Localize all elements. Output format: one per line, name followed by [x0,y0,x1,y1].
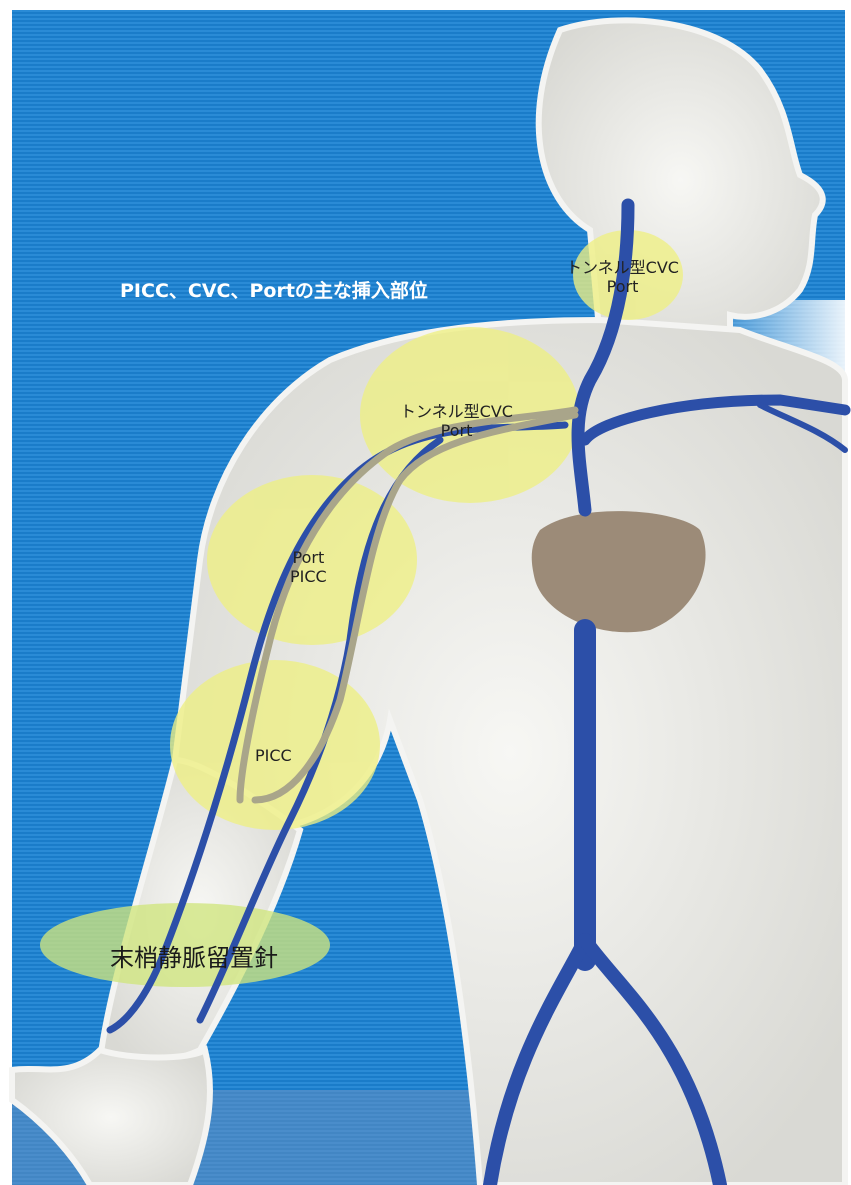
label-forearm-site: 末梢静脈留置針 [110,938,278,973]
label-neck-site: トンネル型CVC Port [566,258,679,296]
label-shoulder-site: トンネル型CVC Port [400,402,513,440]
label-neck-line2: Port [566,277,679,296]
diagram-title: PICC、CVC、Portの主な挿入部位 [120,276,428,303]
label-shoulder-line1: トンネル型CVC [400,402,513,421]
label-shoulder-line2: Port [400,421,513,440]
label-upper-arm-line2: PICC [290,567,327,586]
label-upper-arm-line1: Port [290,548,327,567]
label-elbow-line1: PICC [255,746,292,765]
label-upper-arm-site: Port PICC [290,548,327,586]
label-neck-line1: トンネル型CVC [566,258,679,277]
zone-elbow [170,660,380,830]
label-elbow-site: PICC [255,746,292,765]
